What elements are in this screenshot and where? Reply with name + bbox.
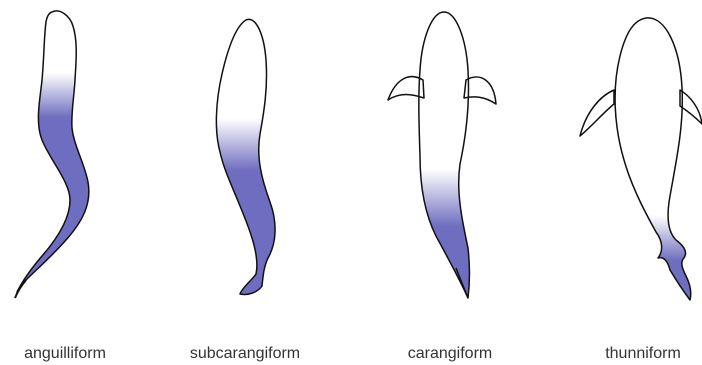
anguilliform-body bbox=[17, 11, 89, 292]
label-thunniform: thunniform bbox=[605, 345, 681, 363]
label-subcarangiform: subcarangiform bbox=[190, 345, 300, 363]
subcarangiform-fish-icon bbox=[216, 19, 275, 294]
anguilliform-fish-icon bbox=[15, 11, 89, 298]
label-anguilliform: anguilliform bbox=[24, 345, 106, 363]
thunniform-right-fin bbox=[680, 90, 702, 124]
thunniform-body bbox=[615, 18, 691, 300]
thunniform-left-fin bbox=[580, 90, 614, 136]
label-carangiform: carangiform bbox=[408, 345, 492, 363]
carangiform-body bbox=[419, 12, 470, 298]
thunniform-fish-icon bbox=[580, 18, 702, 300]
subcarangiform-body bbox=[216, 19, 275, 294]
carangiform-fish-icon bbox=[388, 12, 496, 298]
